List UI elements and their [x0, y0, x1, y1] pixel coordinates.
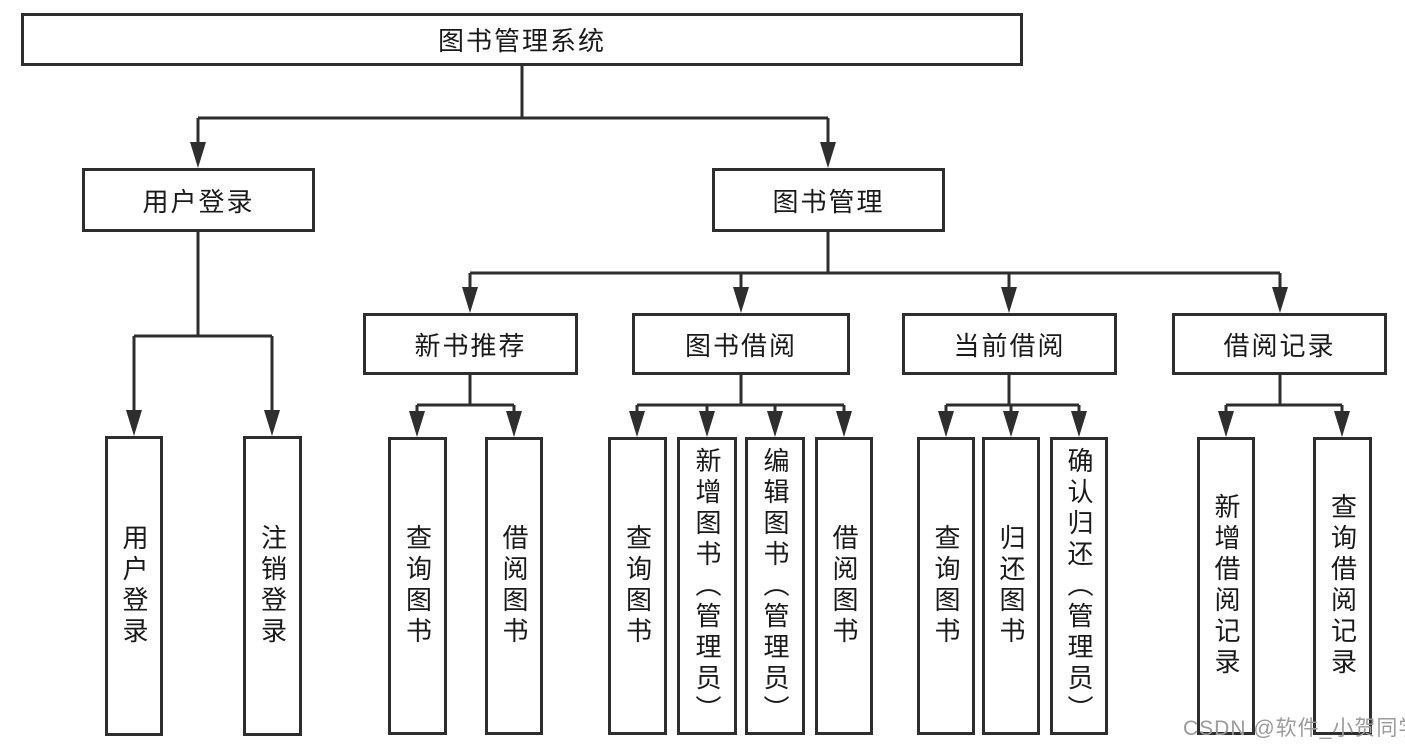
leaf-borrow-borrow-books: 借阅图书	[815, 437, 873, 735]
node-label: 查询借阅记录	[1327, 493, 1358, 679]
node-label: 借阅图书	[829, 524, 859, 648]
node-label: 图书管理	[772, 186, 885, 217]
arrow-down-icon	[733, 287, 749, 313]
node-label: 用户登录	[119, 524, 149, 648]
node-borrow-records: 借阅记录	[1172, 313, 1387, 375]
arrow-down-icon	[767, 411, 783, 437]
connector-root-to-level2	[190, 66, 836, 168]
watermark: CSDN @软件_小贺同学	[1183, 717, 1405, 740]
node-label: 编辑图书（管理员）	[760, 446, 790, 726]
arrow-down-icon	[1071, 411, 1087, 437]
node-root-system: 图书管理系统	[21, 13, 1023, 66]
connector-currentborrow-to-leaves	[938, 375, 1087, 437]
connector-userlogin-to-leaves	[126, 232, 280, 436]
node-user-login: 用户登录	[82, 168, 315, 232]
node-label: 新书推荐	[414, 330, 527, 361]
leaf-newbooks-query-books: 查询图书	[388, 437, 447, 735]
leaf-records-add-record: 新增借阅记录	[1197, 437, 1255, 735]
node-label: 借阅记录	[1223, 330, 1336, 361]
arrow-down-icon	[506, 411, 522, 437]
node-label: 新增图书（管理员）	[692, 446, 722, 726]
leaf-current-query-books: 查询图书	[917, 437, 975, 735]
leaf-borrow-edit-books-admin: 编辑图书（管理员）	[745, 437, 805, 735]
node-book-management: 图书管理	[712, 168, 945, 232]
node-book-borrow: 图书借阅	[632, 313, 850, 375]
arrow-down-icon	[126, 410, 142, 436]
connector-borrowrecords-to-leaves	[1218, 375, 1350, 437]
arrow-down-icon	[462, 287, 478, 313]
connector-bookborrow-to-leaves	[629, 375, 852, 437]
node-label: 图书借阅	[684, 330, 797, 361]
leaf-user-login: 用户登录	[105, 436, 163, 736]
node-new-book-recommend: 新书推荐	[363, 313, 578, 375]
arrow-down-icon	[1334, 411, 1350, 437]
leaf-current-confirm-return-admin: 确认归还（管理员）	[1050, 437, 1108, 735]
arrow-down-icon	[938, 411, 954, 437]
leaf-records-query-record: 查询借阅记录	[1313, 437, 1372, 735]
node-label: 借阅图书	[499, 524, 529, 648]
arrow-down-icon	[1218, 411, 1234, 437]
node-label: 确认归还（管理员）	[1064, 446, 1094, 726]
arrow-down-icon	[820, 142, 836, 168]
node-label: 注销登录	[257, 524, 288, 648]
leaf-newbooks-borrow-books: 借阅图书	[485, 437, 543, 735]
node-current-borrow: 当前借阅	[902, 313, 1117, 375]
node-label: 归还图书	[996, 524, 1026, 648]
connector-line	[196, 66, 830, 144]
arrow-down-icon	[1272, 287, 1288, 313]
connector-newbooks-to-leaves	[409, 375, 522, 437]
arrow-down-icon	[1001, 287, 1017, 313]
connector-line	[944, 375, 1081, 413]
arrow-down-icon	[836, 411, 852, 437]
connector-line	[132, 232, 274, 412]
arrow-down-icon	[409, 411, 425, 437]
connector-bookmgmt-to-level3	[462, 232, 1288, 313]
node-label: 当前借阅	[953, 330, 1066, 361]
connector-line	[635, 375, 846, 413]
leaf-current-return-books: 归还图书	[982, 437, 1040, 735]
leaf-borrow-add-books-admin: 新增图书（管理员）	[677, 437, 737, 735]
node-label: 图书管理系统	[437, 26, 606, 56]
connector-line	[415, 375, 516, 413]
leaf-borrow-query-books: 查询图书	[608, 437, 667, 735]
connector-line	[468, 232, 1282, 289]
arrow-down-icon	[264, 410, 280, 436]
node-label: 用户登录	[142, 186, 255, 217]
connector-line	[1224, 375, 1344, 413]
node-label: 查询图书	[402, 524, 433, 648]
arrow-down-icon	[699, 411, 715, 437]
leaf-logout-login: 注销登录	[243, 436, 302, 736]
node-label: 查询图书	[622, 524, 653, 648]
node-label: 查询图书	[931, 524, 961, 648]
node-label: 新增借阅记录	[1211, 493, 1241, 679]
arrow-down-icon	[190, 142, 206, 168]
arrow-down-icon	[1003, 411, 1019, 437]
arrow-down-icon	[629, 411, 645, 437]
